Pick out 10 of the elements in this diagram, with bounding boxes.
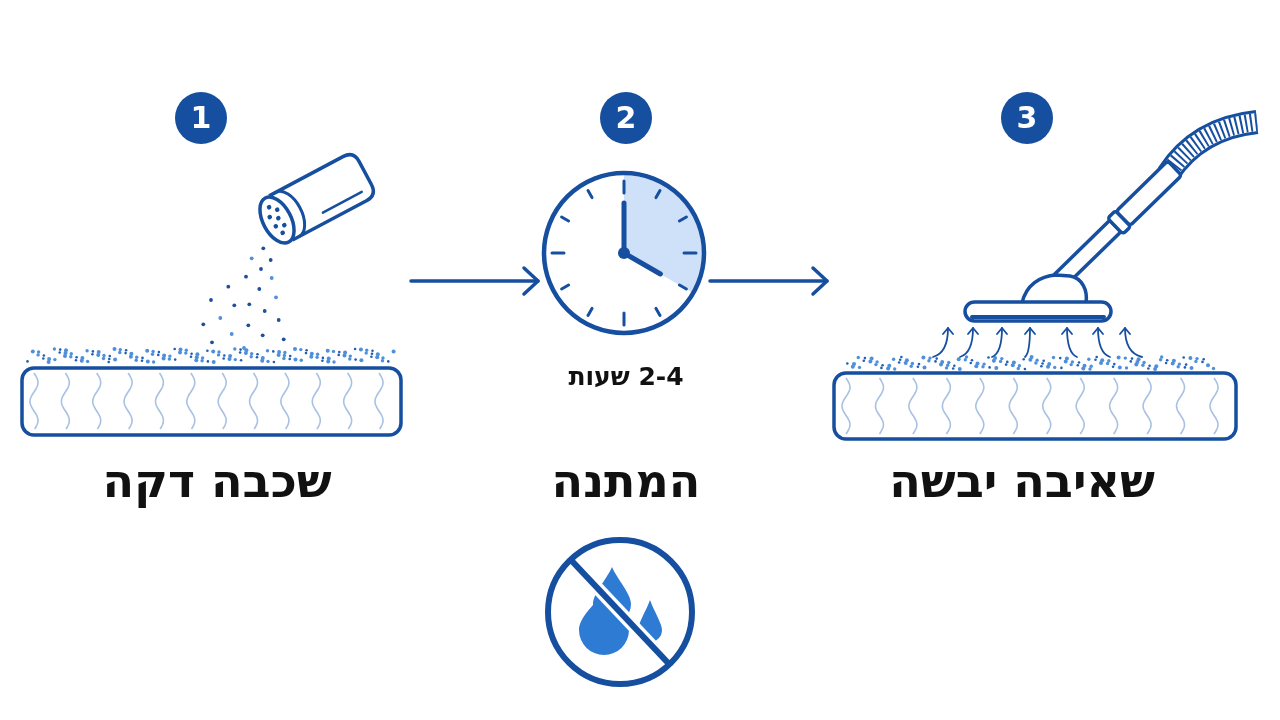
clock-icon: [541, 170, 707, 336]
arrow: [708, 266, 829, 296]
step-title: שכבה דקה: [102, 454, 332, 508]
step-title: שאיבה יבשה: [889, 454, 1155, 508]
step-number: 3: [1001, 92, 1053, 144]
arrow: [409, 266, 540, 296]
duration-label: 2-4 שעות: [568, 362, 684, 392]
step-number: 2: [600, 92, 652, 144]
step-title: המתנה: [551, 454, 701, 508]
step-number: 1: [175, 92, 227, 144]
